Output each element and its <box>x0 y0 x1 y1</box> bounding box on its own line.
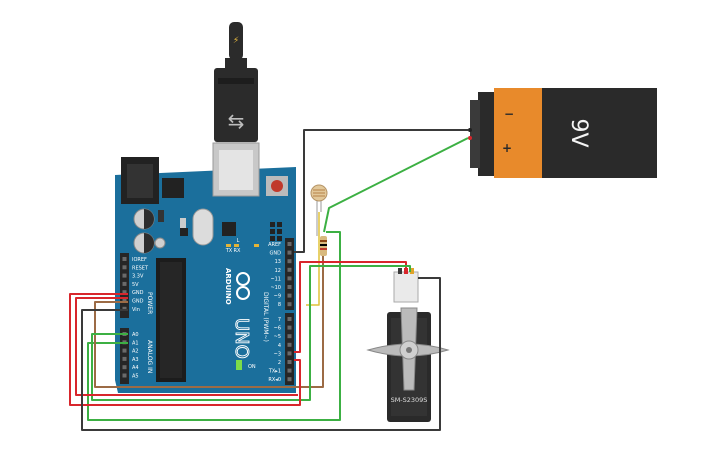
digital-pin-label: AREF <box>268 242 281 248</box>
battery-plus-label: + <box>502 141 512 155</box>
arduino-model-label: UNO <box>231 318 252 359</box>
power-pin[interactable] <box>122 257 127 261</box>
power-pin-label: RESET <box>132 265 149 271</box>
led-rx-label: RX <box>234 248 241 254</box>
battery-9v: 9V − + <box>468 88 657 178</box>
digital-pin[interactable] <box>287 276 292 281</box>
power-pin[interactable] <box>122 273 127 278</box>
arduino-brand-label: ARDUINO <box>224 268 232 305</box>
wire-5v-2 <box>75 297 298 396</box>
analog-header <box>120 328 129 384</box>
digital-pin-label: ~10 <box>270 285 281 291</box>
usb-icon: ⇆ <box>228 109 245 133</box>
wire-resistor-brown <box>94 256 324 388</box>
analog-pin-label: A1 <box>132 340 139 346</box>
digital-pin-label: 13 <box>275 259 281 265</box>
digital-pin-label: 12 <box>275 268 281 274</box>
digital-pin[interactable] <box>287 285 292 289</box>
digital-pin[interactable] <box>287 317 292 321</box>
analog-pin-label: A4 <box>132 365 139 371</box>
led-on-label: ON <box>248 364 256 370</box>
wire-gnd <box>81 277 441 431</box>
power-pin[interactable] <box>122 265 127 270</box>
analog-pin[interactable] <box>122 373 127 378</box>
svg-text:⚡: ⚡ <box>233 36 239 46</box>
digital-pin[interactable] <box>287 259 292 264</box>
analog-pin[interactable] <box>122 356 127 361</box>
usb-cable: ⚡ ⇆ <box>214 22 258 162</box>
digital-pin-label: ~5 <box>274 334 281 340</box>
power-pin[interactable] <box>122 281 127 286</box>
analog-header-label: ANALOG IN <box>146 340 153 373</box>
arduino-logo <box>236 272 250 300</box>
digital-pin[interactable] <box>287 267 292 272</box>
digital-pin[interactable] <box>287 302 292 307</box>
power-pin[interactable] <box>122 298 127 303</box>
digital-pin-label: 8 <box>278 302 281 308</box>
digital-pin[interactable] <box>287 368 292 373</box>
digital-pin-label: ~3 <box>274 351 281 357</box>
digital-header-top <box>285 238 294 310</box>
analog-pin-label: A0 <box>132 332 139 338</box>
servo-motor: SM-S2309S <box>366 268 450 422</box>
analog-pin[interactable] <box>122 365 127 370</box>
digital-pin-label: ~11 <box>270 276 281 282</box>
digital-pin[interactable] <box>287 242 292 246</box>
digital-pin[interactable] <box>287 293 292 298</box>
digital-pin-label: 4 <box>278 343 281 349</box>
digital-pin[interactable] <box>287 377 292 382</box>
digital-pin[interactable] <box>287 334 292 339</box>
digital-pin[interactable] <box>287 351 292 356</box>
digital-pin-label: 2 <box>278 360 281 366</box>
resistor <box>320 236 327 256</box>
digital-pin[interactable] <box>287 250 292 255</box>
analog-pin[interactable] <box>122 348 127 353</box>
wire-servo-signal <box>91 265 411 401</box>
digital-pin-label: TX▸1 <box>268 369 281 375</box>
digital-pin[interactable] <box>287 342 292 347</box>
digital-pin[interactable] <box>287 360 292 364</box>
digital-pin-label: RX◂0 <box>268 377 281 383</box>
digital-header-bottom <box>285 313 294 385</box>
power-pin-label: 5V <box>132 282 139 288</box>
digital-pin-label: ~6 <box>274 326 281 332</box>
analog-pin-label: A2 <box>132 349 139 355</box>
wire-battery-negative <box>294 129 468 253</box>
power-pin-label: IOREF <box>132 257 147 263</box>
photoresistor <box>310 184 328 236</box>
battery-minus-label: − <box>504 107 514 121</box>
battery-voltage-label: 9V <box>566 118 591 147</box>
power-header-label: POWER <box>146 292 153 314</box>
wire-5v <box>69 293 301 406</box>
power-pin-label: 3.3V <box>132 274 144 280</box>
digital-pin[interactable] <box>287 325 292 330</box>
digital-pin-label: GND <box>270 251 282 257</box>
analog-pin-label: A3 <box>132 357 139 363</box>
analog-pin-label: A5 <box>132 374 139 380</box>
wire-battery-positive <box>323 137 469 233</box>
power-pin-label: GND <box>132 299 144 305</box>
power-pin-label: GND <box>132 290 144 296</box>
wires <box>69 129 469 431</box>
servo-model-label: SM-S2309S <box>391 396 428 404</box>
digital-pin-label: ~9 <box>274 294 281 300</box>
arduino-uno-board: ARDUINO UNO POWER ANALOG IN DIGITAL (PWM… <box>115 142 296 393</box>
power-pin-label: Vin <box>132 307 140 313</box>
led-tx-label: TX <box>225 248 233 254</box>
led-l-label: L <box>237 238 240 244</box>
digital-header-label: DIGITAL (PWM~) <box>262 292 269 342</box>
digital-pin-label: 7 <box>278 317 281 323</box>
power-pin[interactable] <box>122 290 127 295</box>
power-pin[interactable] <box>122 306 127 311</box>
